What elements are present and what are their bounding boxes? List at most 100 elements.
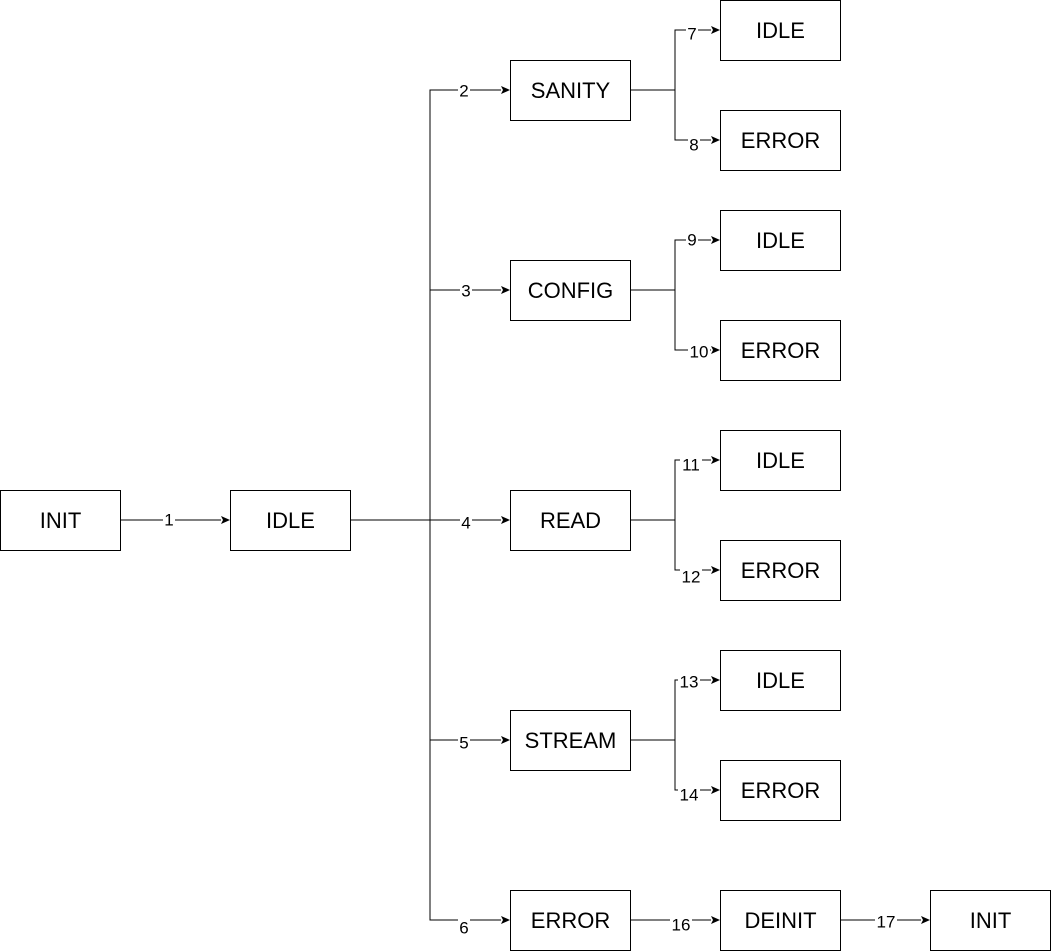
state-label: STREAM [525,728,617,753]
state-node-config[interactable]: CONFIG [510,260,631,321]
edge-line [350,289,501,521]
edge-read-to-read-error [630,519,720,574]
edge-label-text: 13 [680,673,699,692]
edge-label-text: 6 [459,919,468,938]
edge-stream-to-stream-idle [630,676,720,741]
arrowhead-icon [501,736,510,744]
state-node-sanity-idle[interactable]: IDLE [720,0,841,61]
state-node-init-end[interactable]: INIT [930,890,1051,951]
edge-label-background [460,282,472,300]
edge-label-text: 11 [682,456,700,475]
edge-label-background [688,136,700,154]
edge-label-text: 14 [680,786,699,805]
state-box [930,890,1051,951]
edge-sanity-to-sanity-error [630,89,720,144]
state-node-config-error[interactable]: ERROR [720,320,841,381]
arrowhead-icon [711,566,720,574]
edge-label: 16 [670,916,692,935]
arrowhead-icon [711,916,720,924]
state-label: IDLE [756,228,805,253]
edge-idle-main-to-error-main [350,519,510,924]
state-label: ERROR [531,908,610,933]
edge-label-text: 4 [461,514,470,533]
state-label: DEINIT [744,908,816,933]
state-node-stream-error[interactable]: ERROR [720,760,841,821]
state-label: SANITY [531,78,611,103]
edge-line [630,289,711,351]
arrowhead-icon [921,916,930,924]
state-box [230,490,351,551]
arrowhead-icon [711,236,720,244]
state-label: IDLE [756,18,805,43]
state-box [720,430,841,491]
state-label: ERROR [741,778,820,803]
edge-label-text: 16 [672,916,691,935]
state-label: READ [540,508,601,533]
edge-label: 4 [460,514,472,533]
edge-label-background [680,456,702,474]
edge-label: 2 [458,82,470,101]
edge-line [350,89,501,521]
state-box [720,650,841,711]
state-node-read-idle[interactable]: IDLE [720,430,841,491]
state-node-stream[interactable]: STREAM [510,710,631,771]
edge-line [630,519,711,571]
state-box [720,890,841,951]
edge-label: 7 [686,25,698,44]
edge-label-background [163,511,175,529]
state-node-config-idle[interactable]: IDLE [720,210,841,271]
state-box [510,490,631,551]
edge-label-text: 3 [461,282,470,301]
edge-label-text: 12 [682,568,701,587]
edge-label: 1 [163,511,175,530]
edge-label-text: 7 [687,25,696,44]
edge-label: 13 [678,673,700,692]
edge-label-text: 10 [690,343,709,362]
state-node-idle-main[interactable]: IDLE [230,490,351,551]
state-node-deinit[interactable]: DEINIT [720,890,841,951]
state-node-stream-idle[interactable]: IDLE [720,650,841,711]
state-label: INIT [970,908,1012,933]
edge-label-text: 1 [164,511,173,530]
edge-sanity-to-sanity-idle [630,26,720,91]
edge-label-background [458,82,470,100]
edge-label-text: 2 [459,82,468,101]
edge-line [350,519,501,741]
edge-config-to-config-idle [630,236,720,291]
edge-read-to-read-idle [630,456,720,521]
state-label: ERROR [741,128,820,153]
edge-label: 11 [680,456,702,475]
arrowhead-icon [711,456,720,464]
edge-stream-to-stream-error [630,739,720,794]
arrowhead-icon [711,346,720,354]
state-label: IDLE [266,508,315,533]
arrowhead-icon [711,786,720,794]
state-box [510,60,631,121]
edge-label-background [875,913,897,931]
edge-label: 9 [686,231,698,250]
state-box [720,110,841,171]
edge-label-background [678,786,700,804]
edge-label-background [670,916,692,934]
state-box [510,890,631,951]
state-node-sanity[interactable]: SANITY [510,60,631,121]
edge-label: 5 [458,734,470,753]
state-node-read-error[interactable]: ERROR [720,540,841,601]
arrowhead-icon [501,516,510,524]
edge-label-background [686,231,698,249]
state-node-sanity-error[interactable]: ERROR [720,110,841,171]
state-node-read[interactable]: READ [510,490,631,551]
edge-label-background [680,568,702,586]
edge-label: 8 [688,136,700,155]
edge-line [630,29,711,91]
state-node-error-main[interactable]: ERROR [510,890,631,951]
edge-label: 17 [875,913,897,932]
arrowhead-icon [711,136,720,144]
state-node-init-start[interactable]: INIT [0,490,121,551]
state-label: INIT [40,508,82,533]
edge-label-background [460,514,472,532]
state-box [720,760,841,821]
edge-label-text: 9 [687,231,696,250]
